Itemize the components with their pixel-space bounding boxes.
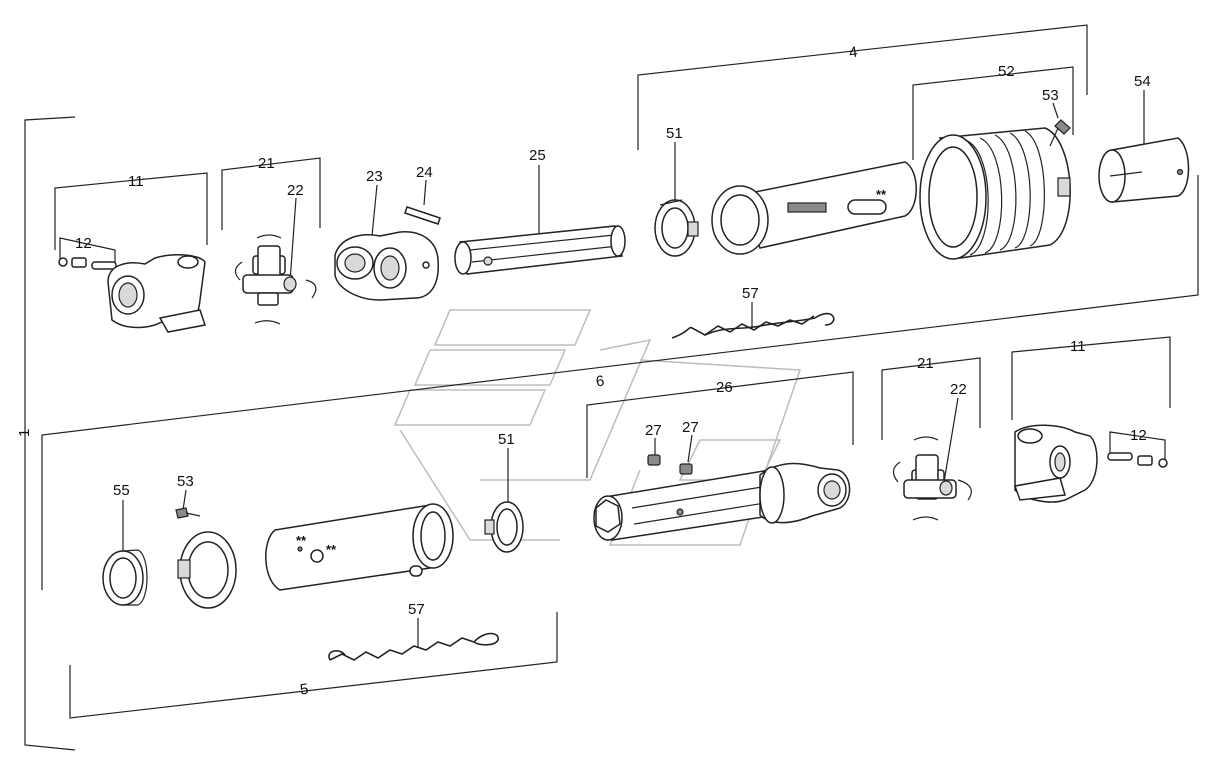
part-21-cross-top — [234, 234, 317, 325]
label-bracket-bottom: 5 — [299, 681, 310, 699]
label-52: 52 — [998, 63, 1015, 80]
part-guard-tube-top — [711, 161, 917, 255]
star-marker-top: ** — [876, 187, 887, 202]
part-guard-tube-bottom — [265, 503, 454, 591]
label-21-bottom: 21 — [917, 355, 934, 372]
part-27-grease-nipples — [647, 454, 693, 475]
label-55: 55 — [113, 482, 130, 499]
label-51-top: 51 — [666, 125, 683, 142]
label-25: 25 — [529, 147, 546, 164]
part-21-cross-bottom — [892, 436, 972, 521]
part-53-screw-top — [1049, 119, 1071, 147]
label-12-top: 12 — [75, 235, 92, 252]
part-52-bellows — [919, 127, 1071, 260]
part-25-inner-tube — [454, 225, 626, 275]
label-26: 26 — [716, 379, 733, 396]
part-51-ring-top — [654, 199, 699, 257]
label-54: 54 — [1134, 73, 1151, 90]
part-53-screw-bottom — [175, 507, 201, 519]
star-marker-bottom-a: ** — [296, 533, 307, 548]
label-21-top: 21 — [258, 155, 275, 172]
label-bracket-top: 4 — [848, 44, 859, 62]
part-12-bolt-top — [58, 257, 117, 270]
label-51-bottom: 51 — [498, 431, 515, 448]
label-27-b: 27 — [682, 419, 699, 436]
star-marker-bottom-b: ** — [326, 542, 337, 557]
label-57-top: 57 — [742, 285, 759, 302]
part-55-ring — [102, 549, 148, 606]
label-57-bottom: 57 — [408, 601, 425, 618]
label-24: 24 — [416, 164, 433, 181]
part-12-bolt-bottom — [1107, 452, 1168, 468]
part-57-chain-top — [671, 312, 835, 339]
label-11-bottom: 11 — [1070, 338, 1086, 355]
callout-numbers: 11 12 21 22 23 24 25 51 52 53 54 57 26 2… — [16, 44, 1151, 699]
part-54-sleeve — [1098, 137, 1190, 203]
label-22-bottom: 22 — [950, 381, 967, 398]
label-bracket-mid: 6 — [595, 372, 606, 390]
part-11-yoke-bottom — [1013, 424, 1098, 503]
label-53-bottom: 53 — [177, 473, 194, 490]
part-guard-cone-bottom — [177, 531, 237, 609]
part-23-inner-yoke — [334, 231, 439, 301]
part-57-chain-bottom — [328, 632, 499, 661]
label-23: 23 — [366, 168, 383, 185]
part-26-outer-tube — [593, 462, 851, 541]
group-brackets — [24, 24, 1199, 751]
part-51-ring-bottom — [484, 501, 524, 553]
leader-lines — [122, 90, 1145, 648]
label-12-bottom: 12 — [1130, 427, 1147, 444]
label-27-a: 27 — [645, 422, 662, 439]
label-22-top: 22 — [287, 182, 304, 199]
label-bracket-left: 1 — [16, 429, 33, 437]
part-24-pin — [404, 206, 441, 225]
label-11-top: 11 — [128, 173, 144, 190]
part-11-yoke-top — [107, 254, 206, 333]
label-53-top: 53 — [1042, 87, 1059, 104]
